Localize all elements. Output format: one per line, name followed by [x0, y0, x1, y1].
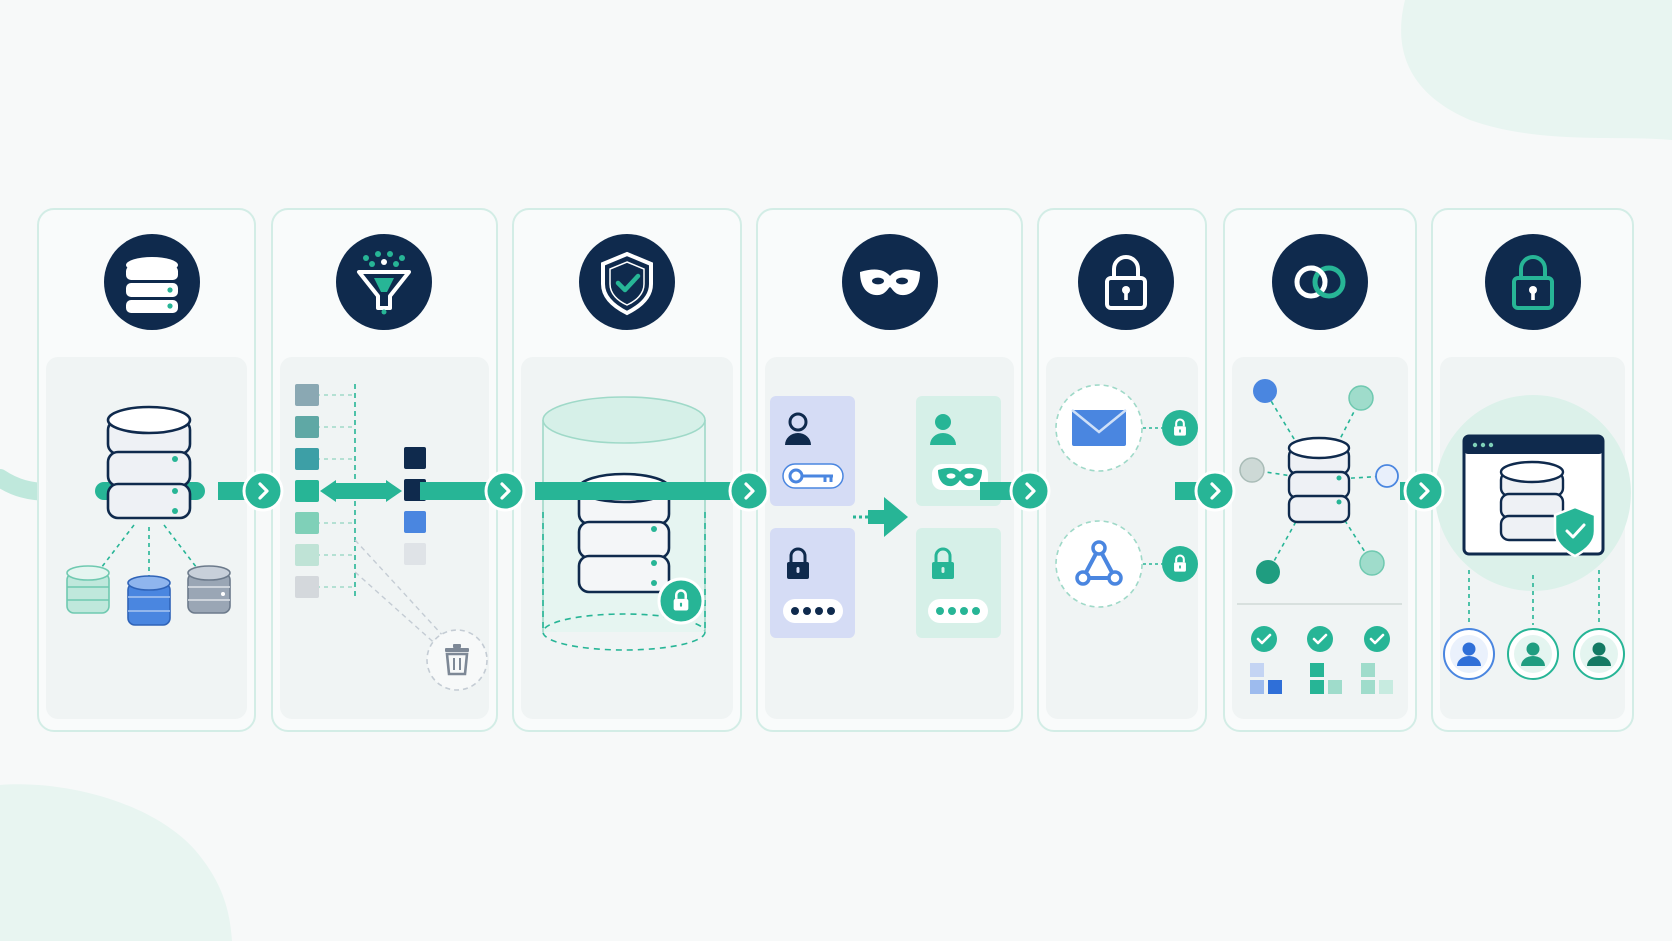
stage-access-visual: [1435, 395, 1631, 680]
lock-badge-icon: [1162, 410, 1198, 446]
flow-line-segment: [420, 482, 505, 500]
padlock-icon: [1485, 234, 1581, 330]
shield-check-icon: [1553, 505, 1597, 558]
lock-badge-icon: [657, 577, 705, 625]
chevron-right-icon: [484, 470, 526, 512]
user-avatar-icon: [1507, 628, 1559, 680]
record-column: [295, 384, 319, 598]
database-icon: [104, 234, 200, 330]
padlock-icon: [787, 547, 809, 579]
password-dots-icon: [783, 599, 843, 623]
chevron-right-icon: [728, 470, 770, 512]
stage-source-visual: [66, 405, 231, 626]
block-cluster-blue: [1250, 663, 1282, 694]
stage-secure-store-visual: [542, 396, 706, 651]
chain-link-icon: [1272, 234, 1368, 330]
check-icon: [1251, 626, 1390, 652]
block-cluster-teal: [1310, 663, 1342, 694]
main-database-icon: [106, 405, 192, 520]
chevron-right-icon: [242, 470, 284, 512]
padlock-icon: [1078, 234, 1174, 330]
key-icon: [782, 463, 844, 489]
flow-line-segment: [535, 482, 750, 500]
stage-connectors: [218, 470, 1445, 512]
lock-badge-icon: [1162, 546, 1198, 582]
database-icon: [1499, 460, 1565, 542]
database-gray-icon: [187, 565, 231, 614]
shield-check-icon: [579, 234, 675, 330]
network-share-icon: [1055, 520, 1143, 608]
chevron-right-icon: [1403, 470, 1445, 512]
database-blue-icon: [127, 575, 171, 626]
stage-masking-visual: [770, 396, 1001, 638]
user-avatar-icon: [1443, 628, 1495, 680]
network-node: [1239, 379, 1399, 584]
decor-blob-top-right: [1401, 0, 1672, 140]
block-cluster-light: [1361, 663, 1393, 694]
padlock-icon: [932, 547, 954, 579]
decor-blob-bottom-left: [0, 784, 232, 941]
stage-linking-visual: [1237, 379, 1402, 694]
password-dots-icon: [928, 599, 988, 623]
trash-icon: [426, 629, 488, 691]
stage-filter-visual: [295, 384, 488, 691]
email-icon: [1055, 384, 1143, 472]
user-icon: [785, 412, 811, 445]
stage-header-icons: [104, 234, 1581, 330]
hub-database-icon: [1287, 436, 1351, 524]
user-icon: [930, 414, 956, 445]
funnel-icon: [336, 234, 432, 330]
user-avatar-icon: [1573, 628, 1625, 680]
transform-arrow-icon: [853, 497, 908, 537]
chevron-right-icon: [1194, 470, 1236, 512]
chevron-right-icon: [1009, 470, 1051, 512]
mask-icon: [932, 464, 988, 490]
identity-card: [770, 396, 855, 506]
stage-encryption-visual: [1055, 384, 1198, 608]
mask-icon: [842, 234, 938, 330]
database-teal-icon: [66, 565, 110, 614]
